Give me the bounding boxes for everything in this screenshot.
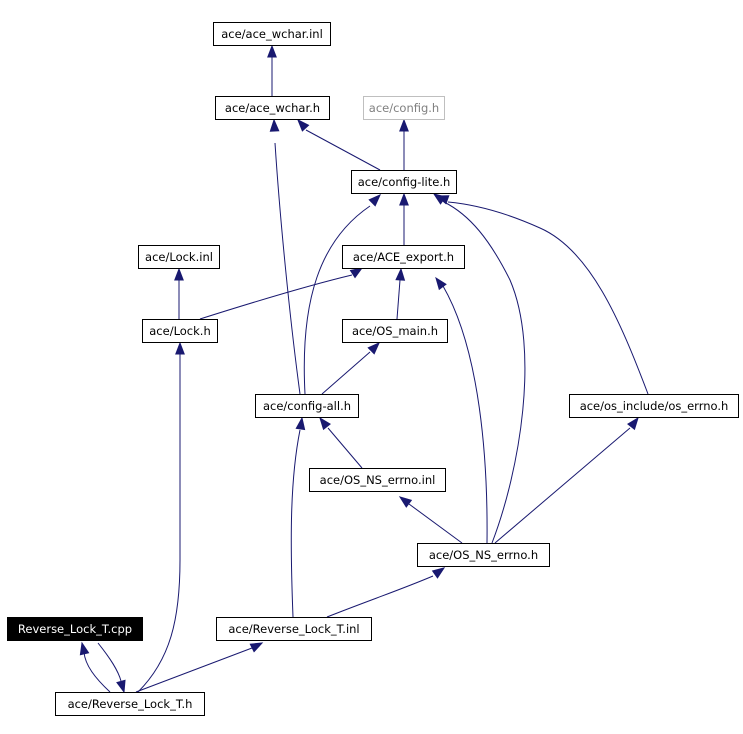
arrowhead-os_ns_errno_h-to-os_ns_errno_inl xyxy=(398,496,413,508)
edge-os_errno_h_inc-to-config_lite_h xyxy=(447,201,649,395)
node-lock-inl[interactable]: ace/Lock.inl xyxy=(138,245,220,269)
edge-lock_h-to-ace_export_h xyxy=(199,274,353,320)
edge-reverse_lock_inl-to-config_all_h xyxy=(290,429,301,618)
node-os-include-os-errno-h[interactable]: ace/os_include/os_errno.h xyxy=(569,394,739,418)
node-os-ns-errno-inl[interactable]: ace/OS_NS_errno.inl xyxy=(309,468,446,492)
arrowhead-os_ns_errno_h-to-os_errno_h_inc xyxy=(627,416,639,431)
node-config-all-h[interactable]: ace/config-all.h xyxy=(255,394,359,418)
edge-reverse_lock_h-to-reverse_lock_inl xyxy=(135,647,253,693)
edge-os_ns_errno_h-to-os_ns_errno_inl xyxy=(408,503,463,544)
arrowhead-reverse_lock_h-to-reverse_lock_inl xyxy=(249,642,264,653)
node-ace-wchar-h[interactable]: ace/ace_wchar.h xyxy=(215,96,330,120)
arrowhead-reverse_lock_h-to-reverse_lock_cpp xyxy=(79,641,90,656)
edge-reverse_lock_h-to-lock_h xyxy=(137,354,181,693)
node-os-ns-errno-h[interactable]: ace/OS_NS_errno.h xyxy=(417,543,550,567)
edge-reverse_lock_h-to-reverse_lock_cpp xyxy=(83,651,111,693)
arrowhead-reverse_lock_cpp-to-reverse_lock_h xyxy=(116,679,126,694)
arrowhead-ace_export_h-to-config_lite_h xyxy=(399,192,409,206)
arrowhead-reverse_lock_inl-to-os_ns_errno_h xyxy=(431,567,446,579)
arrowhead-os_ns_errno_h-to-config_lite_h xyxy=(432,193,447,205)
arrowhead-lock_h-to-ace_export_h xyxy=(349,267,364,279)
arrowhead-reverse_lock_inl-to-config_all_h xyxy=(295,416,306,431)
arrowhead-os_ns_errno_inl-to-config_all_h xyxy=(319,416,331,431)
node-config-h[interactable]: ace/config.h xyxy=(363,96,445,120)
edge-config_all_h-to-ace_wchar_h xyxy=(274,142,301,395)
node-reverse-lock-t-cpp: Reverse_Lock_T.cpp xyxy=(7,617,143,641)
edge-os_ns_errno_h-to-config_lite_h xyxy=(443,201,526,544)
edge-os_ns_errno_h-to-os_errno_h_inc xyxy=(494,427,631,544)
edge-config_lite_h-to-ace_wchar_h xyxy=(305,129,381,171)
node-ace-wchar-inl[interactable]: ace/ace_wchar.inl xyxy=(213,22,331,46)
arrowhead-config_all_h-to-config_lite_h xyxy=(368,194,381,207)
node-ace-export-h[interactable]: ace/ACE_export.h xyxy=(342,245,465,269)
arrowhead-config_lite_h-to-config_h xyxy=(399,118,409,132)
arrowhead-lock_h-to-lock_inl xyxy=(174,267,184,281)
arrowhead-reverse_lock_h-to-lock_h xyxy=(175,341,185,355)
arrowhead-config_all_h-to-ace_wchar_h xyxy=(269,118,280,132)
arrowhead-config_all_h-to-os_main_h xyxy=(367,342,380,355)
node-os-main-h[interactable]: ace/OS_main.h xyxy=(342,319,448,343)
node-lock-h[interactable]: ace/Lock.h xyxy=(142,319,218,343)
node-config-lite-h[interactable]: ace/config-lite.h xyxy=(351,170,457,194)
edge-reverse_lock_inl-to-os_ns_errno_h xyxy=(326,575,434,618)
edge-config_all_h-to-config_lite_h xyxy=(303,205,371,395)
edge-os_ns_errno_inl-to-config_all_h xyxy=(327,427,363,469)
arrowhead-os_ns_errno_h-to-ace_export_h xyxy=(435,276,447,291)
node-reverse-lock-t-inl[interactable]: ace/Reverse_Lock_T.inl xyxy=(216,617,372,641)
node-reverse-lock-t-h[interactable]: ace/Reverse_Lock_T.h xyxy=(55,692,205,716)
arrowhead-config_lite_h-to-ace_wchar_h xyxy=(297,118,310,132)
edge-os_ns_errno_h-to-ace_export_h xyxy=(442,285,488,544)
arrowhead-os_main_h-to-ace_export_h xyxy=(395,267,406,281)
edge-reverse_lock_cpp-to-reverse_lock_h xyxy=(97,642,122,682)
edge-os_main_h-to-ace_export_h xyxy=(396,279,401,320)
arrowhead-ace_wchar_h-to-ace_wchar_inl xyxy=(267,44,277,58)
edge-config_all_h-to-os_main_h xyxy=(321,351,371,395)
